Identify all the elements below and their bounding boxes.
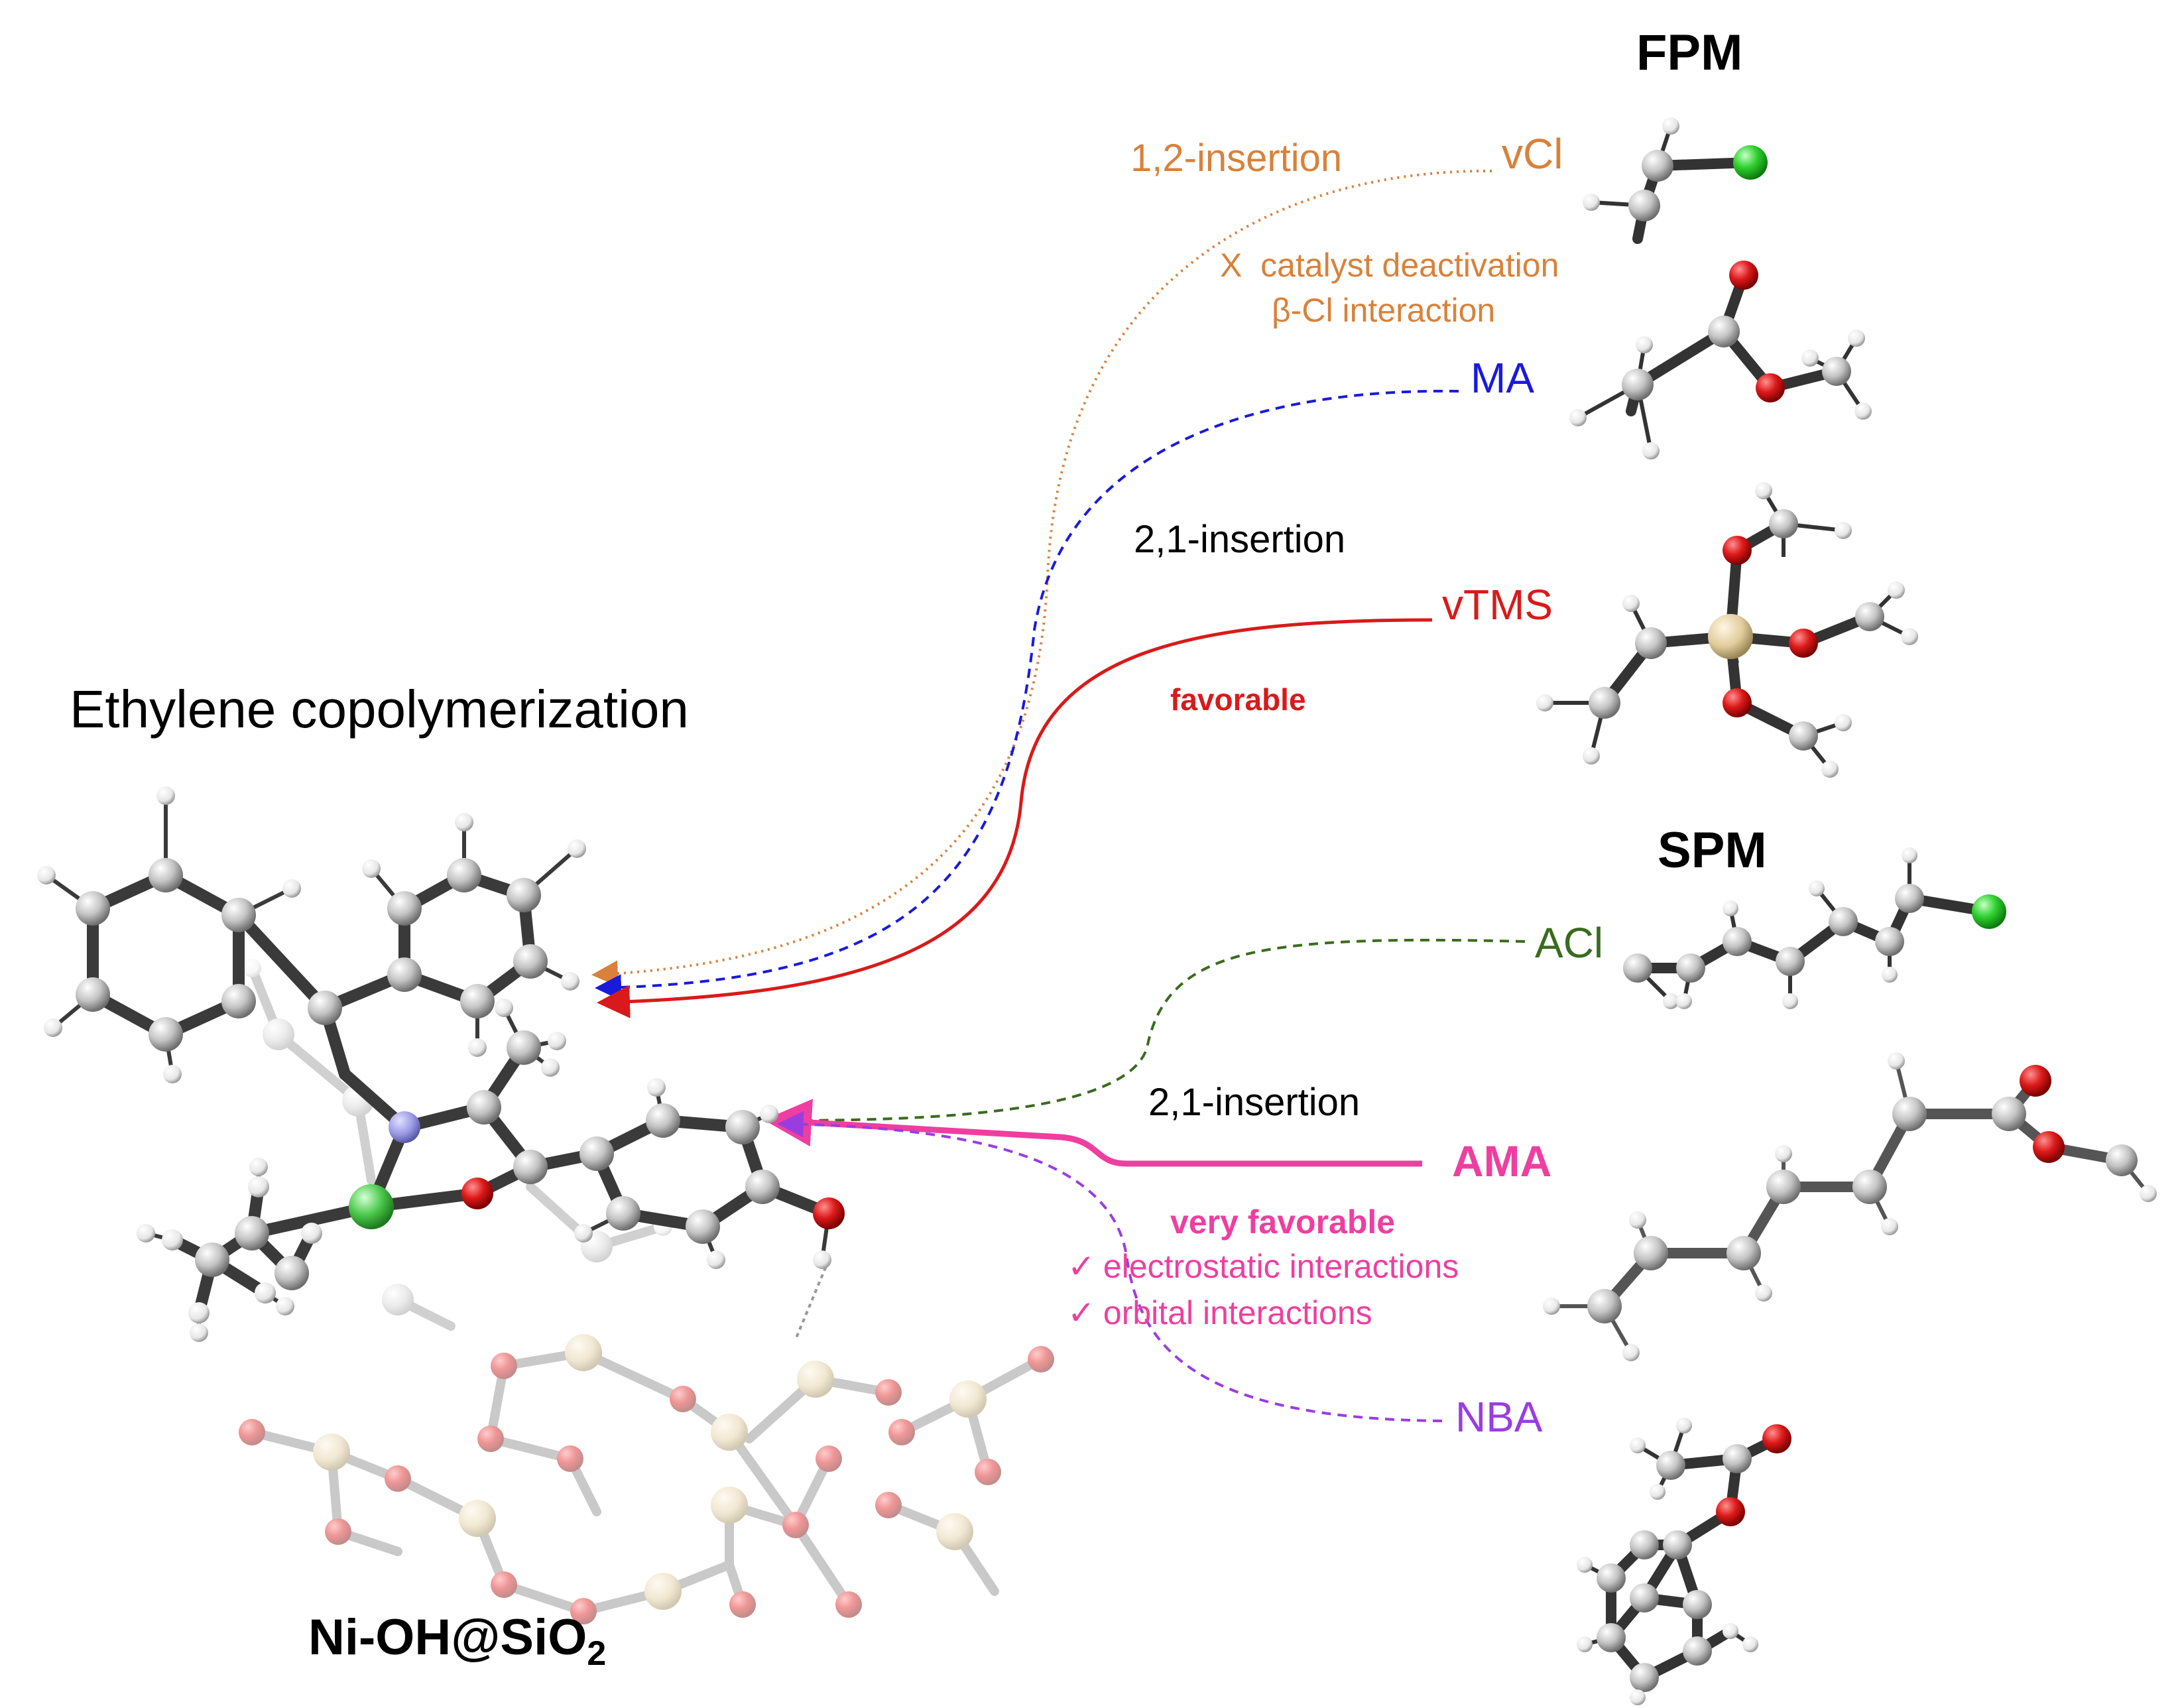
orbital-label: ✓ orbital interactions <box>1067 1296 1372 1329</box>
check-icon: ✓ <box>1067 1248 1095 1285</box>
hydrogen-bond <box>794 1259 830 1340</box>
ama-pathway-arrow <box>764 1099 1422 1167</box>
oxygen-atom <box>461 1178 493 1209</box>
fpm-header: FPM <box>1636 25 1743 81</box>
vtms-molecule <box>1536 482 1918 778</box>
vcl-label: vCl <box>1502 130 1563 178</box>
acl-molecule <box>1623 847 2006 1009</box>
orbital-text: orbital interactions <box>1103 1294 1372 1331</box>
ama-label: AMA <box>1452 1136 1552 1186</box>
favorable-label: favorable <box>1170 682 1306 717</box>
nba-molecule <box>1577 1418 1791 1705</box>
deactivation-label: X catalyst deactivation <box>1220 249 1559 282</box>
check-icon: ✓ <box>1067 1294 1095 1331</box>
chlorine-atom <box>1972 894 2006 929</box>
insertion-21-top-label: 2,1-insertion <box>1134 518 1346 561</box>
nba-label: NBA <box>1455 1393 1543 1441</box>
nickel-atom <box>349 1184 394 1229</box>
main-title: Ethylene copolymerization <box>70 680 689 739</box>
silicon-atom <box>1708 614 1753 659</box>
deactivation-text: catalyst deactivation <box>1260 247 1559 284</box>
silica-support <box>239 1334 1054 1624</box>
electrostatic-text: electrostatic interactions <box>1103 1248 1459 1285</box>
catalyst-label: Ni-OH@SiO2 <box>308 1613 607 1674</box>
hydroxyl-oxygen-atom <box>813 1197 845 1229</box>
ma-label: MA <box>1471 354 1534 402</box>
ma-pathway-arrow <box>595 389 1459 1001</box>
vcl-molecule <box>1583 117 1768 244</box>
electrostatic-label: ✓ electrostatic interactions <box>1067 1250 1459 1283</box>
acl-label: ACl <box>1535 919 1604 967</box>
catalyst-label-main: Ni-OH@SiO <box>308 1609 587 1666</box>
nitrogen-atom <box>389 1111 420 1143</box>
ama-molecule <box>1543 1052 2157 1361</box>
insertion-21-bottom-label: 2,1-insertion <box>1148 1081 1361 1124</box>
acl-pathway-arrow <box>774 938 1526 1134</box>
spm-header: SPM <box>1658 822 1767 879</box>
insertion-12-label: 1,2-insertion <box>1130 137 1343 180</box>
vtms-pathway-arrow <box>597 618 1433 1018</box>
very-favorable-label: very favorable <box>1170 1203 1396 1241</box>
catalyst-label-subscript: 2 <box>587 1634 607 1674</box>
ma-molecule <box>1569 261 1872 459</box>
ni-complex-molecule <box>37 786 845 1342</box>
chlorine-atom <box>1733 145 1768 180</box>
deactivation-mark: X <box>1220 247 1242 284</box>
nba-pathway-arrow <box>777 1111 1443 1422</box>
vtms-label: vTMS <box>1442 581 1553 629</box>
beta-cl-label: β-Cl interaction <box>1272 292 1496 329</box>
